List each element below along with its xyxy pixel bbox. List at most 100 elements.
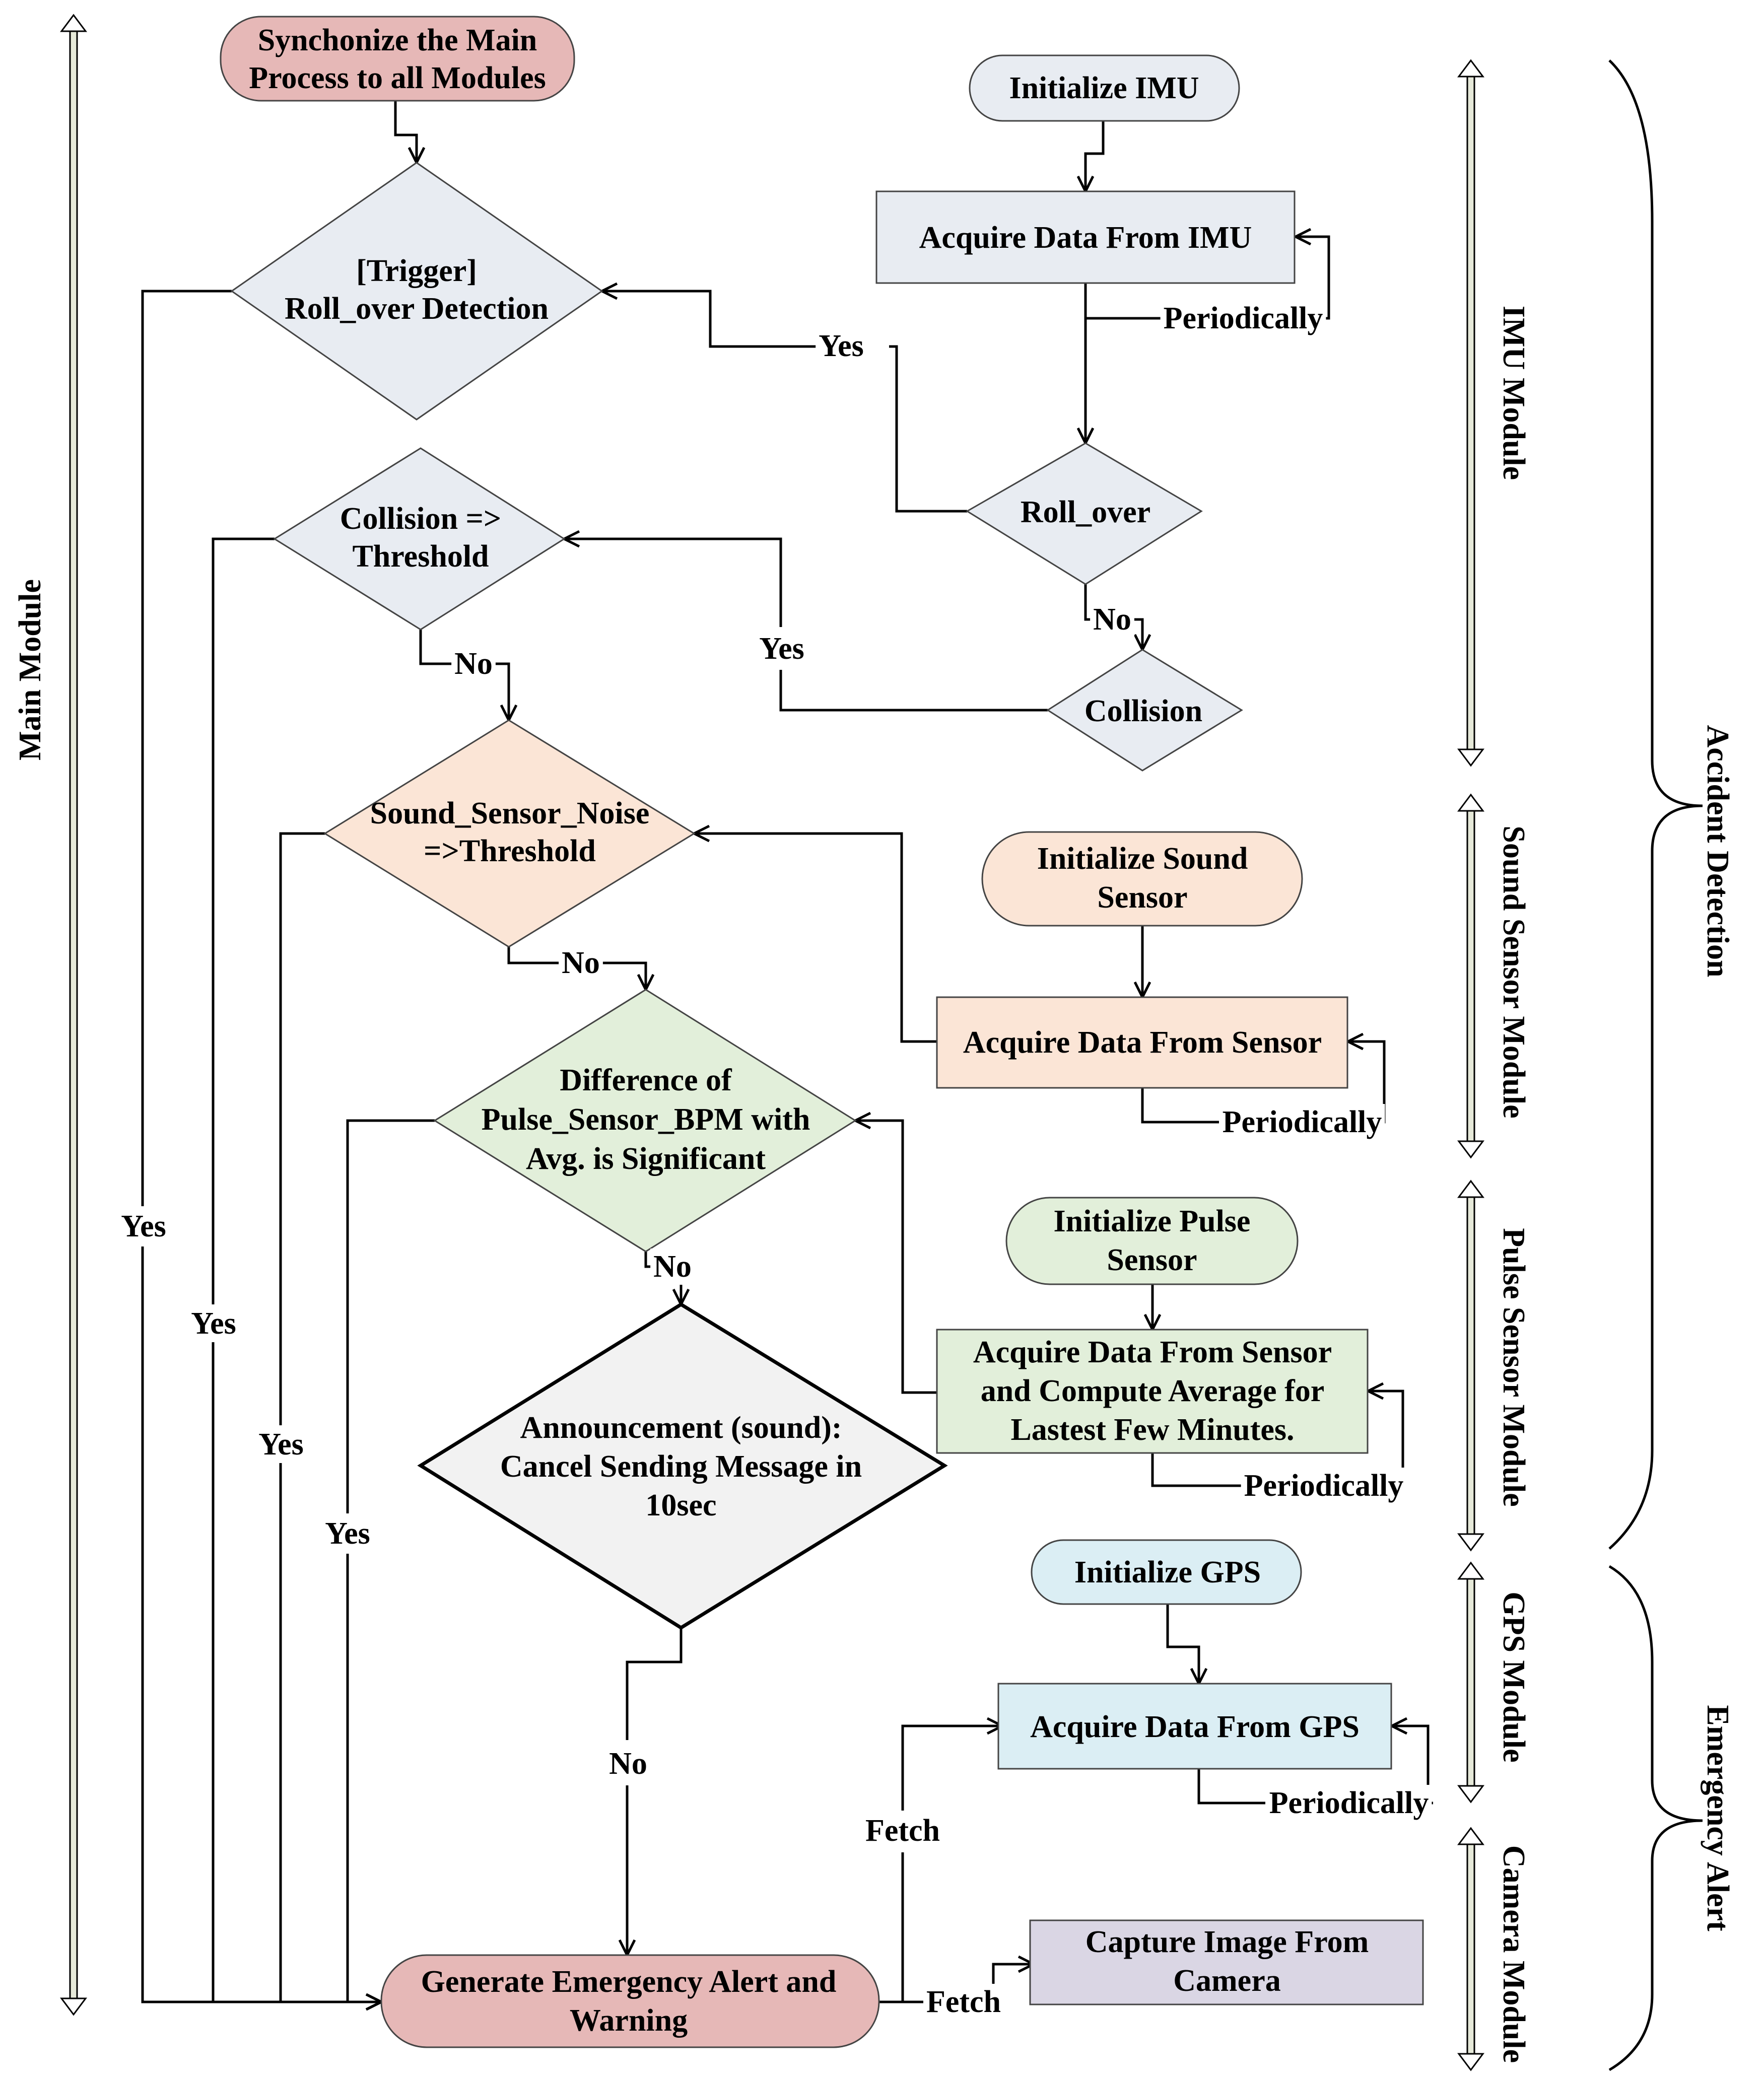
emergency-alert-brace	[1608, 1565, 1703, 2071]
announcement-decision: Announcement (sound):Cancel Sending Mess…	[417, 1302, 948, 1630]
edge-label-backdrop	[606, 1746, 650, 1782]
label-gps-periodically: Periodically	[1269, 1786, 1429, 1820]
edge-soundthresh-no-to-pulse	[507, 947, 646, 990]
edge-init-gps-to-acquire	[1166, 1604, 1199, 1684]
collision-threshold-label: Collision =>Threshold	[340, 502, 501, 574]
trigger-rollover-decision: [Trigger]Roll_over Detection	[230, 162, 603, 421]
label-diff-yes: Yes	[325, 1516, 370, 1551]
edge-soundthresh-yes-to-alert	[279, 832, 381, 2002]
accident-detection-brace	[1608, 59, 1703, 1550]
sound-threshold-shape	[323, 719, 696, 948]
init-gps-shape	[1031, 1539, 1302, 1605]
sound-module-span-arrow	[1457, 793, 1484, 1159]
edge-label-backdrop	[862, 1813, 943, 1849]
init-imu-label: Initialize IMU	[1009, 71, 1199, 105]
edge-label-backdrop	[559, 945, 603, 981]
acquire-gps-node: Acquire Data From GPS	[997, 1683, 1392, 1770]
edge-imu-periodic-loop	[1085, 237, 1330, 320]
label-rollover-yes: Yes	[819, 329, 864, 363]
collision-threshold-decision: Collision =>Threshold	[273, 447, 566, 631]
init-imu-node: Initialize IMU	[969, 54, 1240, 122]
camera-module-span-arrow	[1457, 1827, 1484, 2071]
rollover-shape	[966, 442, 1203, 585]
gps-module-label: GPS Module	[1497, 1591, 1531, 1762]
edge-label-backdrop	[756, 631, 807, 667]
edge-alert-fetch-gps	[879, 1726, 1002, 2003]
pulse-module-label: Pulse Sensor Module	[1497, 1228, 1531, 1506]
acquire-gps-shape	[997, 1683, 1392, 1770]
label-collision-yes: Yes	[759, 632, 804, 666]
acquire-sound-shape	[936, 996, 1348, 1089]
label-fetch-gps: Fetch	[865, 1814, 940, 1848]
capture-camera-shape	[1029, 1919, 1424, 2005]
edge-label-backdrop	[1219, 1104, 1385, 1140]
label-sound-periodically: Periodically	[1223, 1105, 1382, 1139]
edge-diff-yes-to-alert	[346, 1119, 435, 2002]
edge-label-backdrop	[188, 1305, 239, 1342]
accident-detection-label: Accident Detection	[1701, 725, 1735, 978]
rollover-label: Roll_over	[1021, 495, 1150, 529]
label-collthresh-no: No	[454, 647, 493, 681]
edge-sync-to-trigger	[394, 101, 417, 163]
acquire-gps-label: Acquire Data From GPS	[1030, 1710, 1360, 1744]
emergency-alert-label: Emergency Alert	[1701, 1705, 1735, 1931]
label-imu-periodically: Periodically	[1164, 301, 1323, 335]
edge-label-backdrop	[1160, 300, 1326, 336]
init-imu-shape	[969, 54, 1240, 122]
pulse-module-span-arrow	[1457, 1180, 1484, 1552]
main-module-span-arrow	[60, 14, 87, 2016]
label-rollover-no: No	[1093, 602, 1131, 637]
edge-init-imu-to-acquire	[1085, 121, 1105, 191]
label-diff-no: No	[653, 1250, 692, 1284]
label-collthresh-yes: Yes	[191, 1306, 236, 1341]
edge-label-backdrop	[1241, 1468, 1407, 1504]
edge-collthresh-no-to-sound	[419, 630, 509, 720]
edge-rollover-yes-to-trigger	[602, 291, 967, 513]
init-pulse-shape	[1005, 1197, 1299, 1285]
main-module-label: Main Module	[13, 579, 47, 760]
edge-collision-yes-to-threshold	[564, 539, 1048, 712]
edge-label-backdrop	[1266, 1785, 1432, 1821]
collision-decision: Collision	[1046, 649, 1243, 772]
label-pulse-periodically: Periodically	[1244, 1469, 1404, 1503]
camera-module-label: Camera Module	[1497, 1845, 1531, 2063]
sync-process-shape	[220, 16, 575, 102]
init-gps-label: Initialize GPS	[1074, 1555, 1261, 1589]
label-soundthresh-no: No	[562, 946, 600, 980]
sound-threshold-decision: Sound_Sensor_Noise=>Threshold	[323, 719, 696, 948]
edge-label-backdrop	[451, 646, 496, 682]
edge-label-backdrop	[923, 1984, 1004, 2020]
announcement-shape	[417, 1302, 948, 1630]
trigger-rollover-label: [Trigger]Roll_over Detection	[285, 254, 549, 326]
edge-pulse-acquire-to-diff	[855, 1121, 937, 1394]
acquire-imu-shape	[875, 190, 1296, 284]
sound-module-label: Sound Sensor Module	[1497, 825, 1531, 1118]
label-soundthresh-yes: Yes	[258, 1427, 304, 1462]
edge-announcement-no-to-alert	[627, 1628, 683, 1955]
label-announcement-no: No	[609, 1747, 647, 1781]
edge-collthresh-yes-to-alert	[212, 537, 381, 2002]
acquire-pulse-shape	[936, 1329, 1369, 1454]
edge-sound-acquire-to-threshold	[694, 834, 937, 1043]
acquire-sound-label: Acquire Data From Sensor	[963, 1025, 1322, 1060]
acquire-imu-node: Acquire Data From IMU	[875, 190, 1296, 284]
collision-label: Collision	[1084, 694, 1202, 728]
collision-shape	[1046, 649, 1243, 772]
acquire-imu-label: Acquire Data From IMU	[919, 221, 1252, 255]
label-fetch-camera: Fetch	[926, 1985, 1001, 2019]
edge-label-backdrop	[816, 328, 867, 364]
imu-module-label: IMU Module	[1497, 306, 1531, 480]
init-sound-shape	[981, 831, 1303, 927]
pulse-difference-shape	[433, 989, 857, 1253]
generate-alert-shape	[380, 1954, 880, 2048]
